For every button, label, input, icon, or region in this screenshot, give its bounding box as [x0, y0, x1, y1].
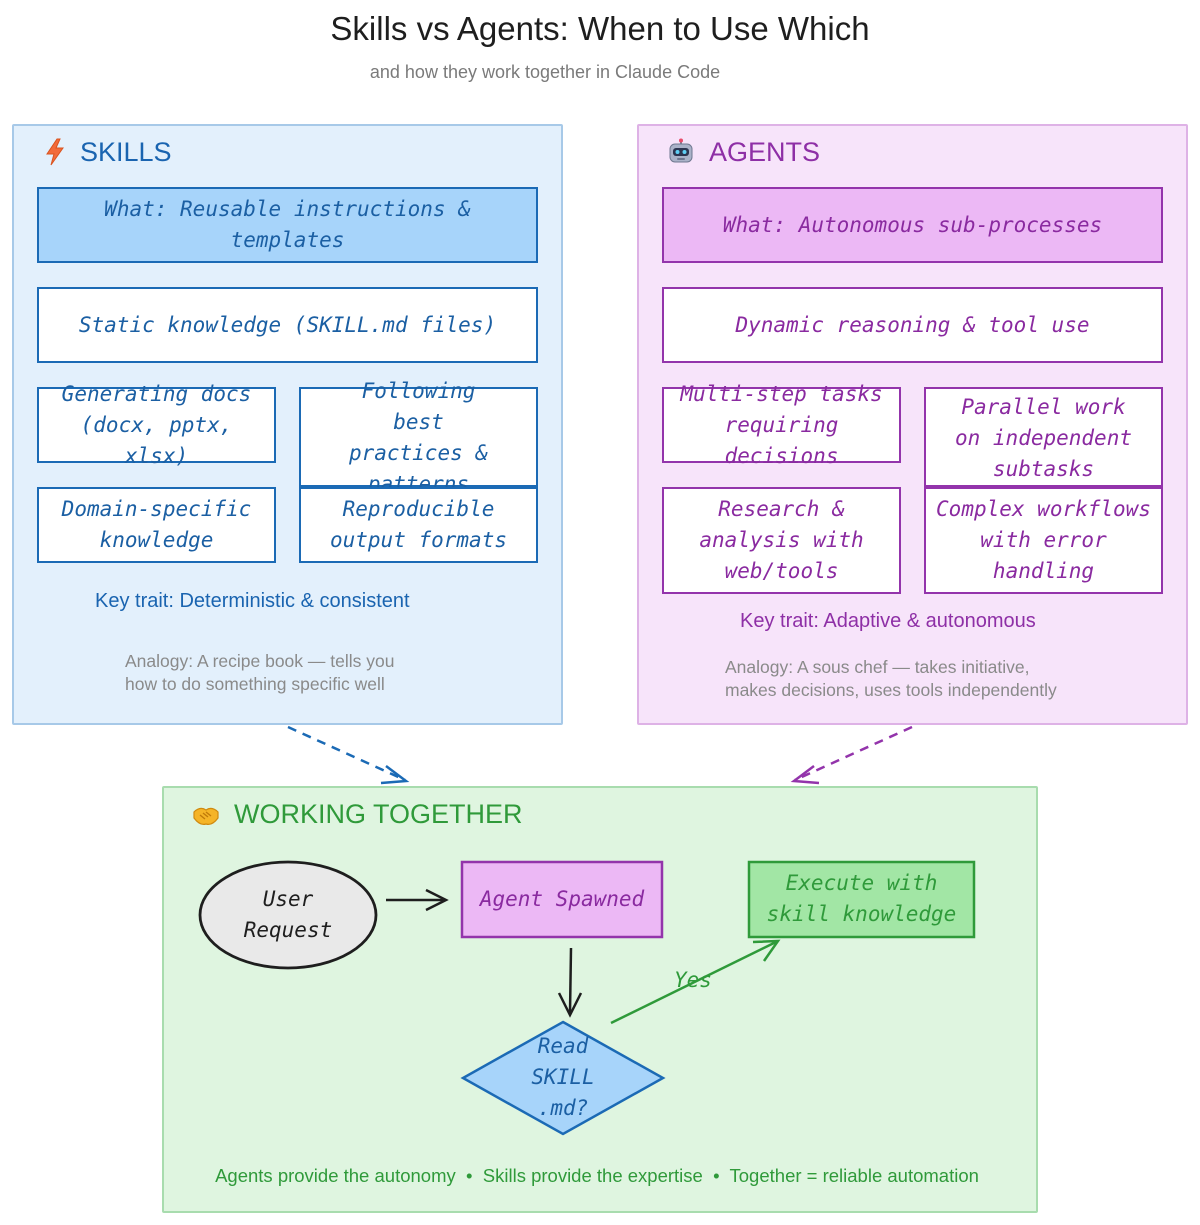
decision-node: [460, 1020, 666, 1136]
skills-arrowhead: [380, 765, 410, 785]
page-title: Skills vs Agents: When to Use Which: [330, 10, 870, 47]
agents-heading: AGENTS: [709, 136, 821, 167]
together-footer: Agents provide the autonomy • Skills pro…: [215, 1165, 979, 1186]
agents-use-research: Research & analysis with web/tools: [662, 487, 901, 594]
agents-header: AGENTS: [667, 135, 820, 169]
skills-use-best-practices: Following best practices & patterns: [299, 379, 538, 496]
skills-key-trait: Key trait: Deterministic & consistent: [95, 590, 410, 612]
skills-heading: SKILLS: [80, 136, 172, 167]
agent-spawned-label: Agent Spawned: [479, 887, 645, 911]
skills-use-docs: Generating docs (docx, pptx, xlsx): [37, 382, 276, 468]
decision-line3: .md?: [537, 1096, 589, 1120]
together-panel: [162, 786, 1038, 1213]
agents-what-box: What: Autonomous sub-processes: [662, 187, 1163, 263]
agents-analogy-line1: Analogy: A sous chef — takes initiative,: [725, 657, 1030, 677]
execute-line2: skill knowledge: [766, 902, 957, 926]
execute-node: [747, 860, 976, 939]
agents-key-trait: Key trait: Adaptive & autonomous: [740, 610, 1036, 632]
agents-arrowhead: [790, 765, 820, 785]
skills-use-reproducible: Reproducible output formats: [299, 487, 538, 563]
decision-line1: Read: [537, 1034, 589, 1058]
yes-label: Yes: [674, 968, 712, 992]
together-heading: WORKING TOGETHER: [234, 798, 523, 829]
handshake-icon: [193, 807, 219, 825]
agents-to-together-arrow: [794, 725, 913, 782]
agent-spawned-node: [460, 860, 664, 939]
together-header: WORKING TOGETHER: [192, 797, 523, 831]
skills-header: SKILLS: [44, 135, 172, 169]
skills-static-box: Static knowledge (SKILL.md files): [37, 287, 538, 363]
agents-dynamic-box: Dynamic reasoning & tool use: [662, 287, 1163, 363]
execute-line1: Execute with: [785, 871, 938, 895]
page-subtitle: and how they work together in Claude Cod…: [369, 62, 721, 82]
request-to-agent-arrow: [386, 888, 449, 912]
user-request-line1: User: [262, 887, 314, 911]
agents-use-complex: Complex workflows with error handling: [924, 487, 1163, 594]
agents-use-parallel: Parallel work on independent subtasks: [924, 387, 1163, 487]
decision-line2: SKILL: [531, 1065, 595, 1089]
skills-analogy-line1: Analogy: A recipe book — tells you: [125, 651, 395, 671]
agents-analogy-line2: makes decisions, uses tools independentl…: [725, 680, 1057, 700]
robot-icon: [669, 138, 693, 163]
lightning-icon: [46, 138, 64, 166]
decision-to-execute-arrow: [610, 939, 781, 1025]
user-request-node: [198, 860, 378, 970]
skills-use-domain: Domain-specific knowledge: [37, 487, 276, 563]
skills-what-box: What: Reusable instructions & templates: [37, 187, 538, 263]
user-request-line2: Request: [243, 918, 333, 942]
skills-to-together-arrow: [287, 725, 406, 782]
agent-to-decision-arrow: [557, 947, 583, 1018]
skills-analogy-line2: how to do something specific well: [125, 674, 385, 694]
